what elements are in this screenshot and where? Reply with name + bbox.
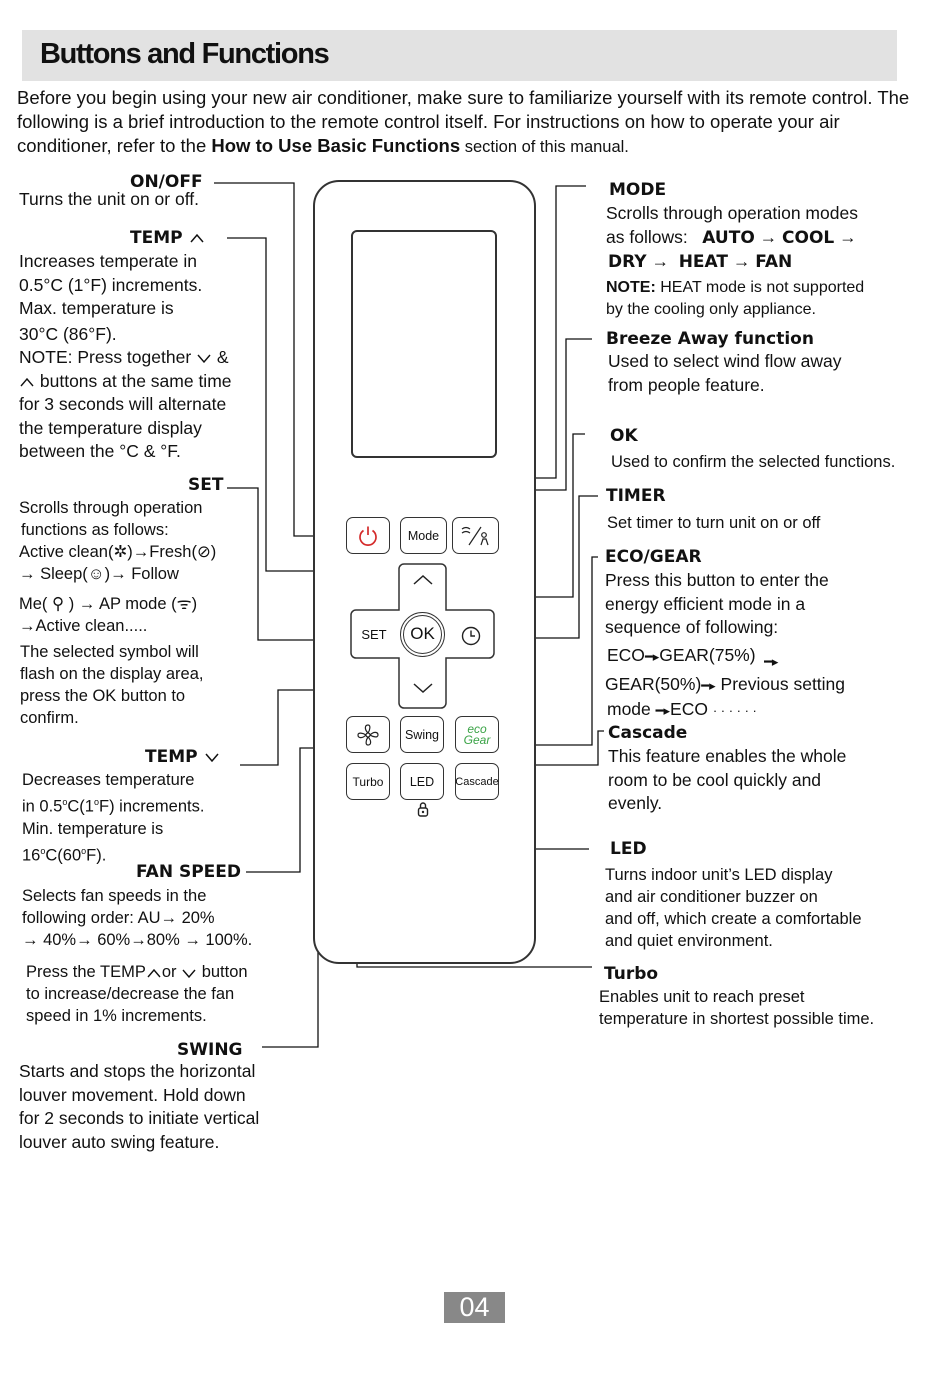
led-button[interactable]: LED (400, 763, 444, 800)
onoff-desc: Turns the unit on or off. (19, 189, 199, 209)
mode-label: MODE (609, 180, 667, 200)
power-icon (359, 526, 377, 546)
eco-gear-desc: Press this button to enter the energy ef… (605, 570, 846, 719)
ok-label: OK (610, 426, 638, 446)
timer-button[interactable] (459, 624, 483, 648)
leaf-icon: ⊘ (196, 543, 211, 561)
chevron-up-icon (413, 574, 433, 585)
turbo-button[interactable]: Turbo (346, 763, 390, 800)
swing-button[interactable]: Swing (400, 716, 444, 753)
led-label: LED (610, 839, 647, 859)
temp-up-label: TEMP (130, 228, 205, 248)
fan-icon (357, 723, 379, 746)
sleep-icon: ☺ (87, 565, 105, 583)
set-desc: Scrolls through operation functions as f… (19, 499, 217, 727)
swing-label: SWING (177, 1040, 243, 1060)
turbo-desc: Enables unit to reach preset temperature… (599, 988, 875, 1028)
remote-display-screen (351, 230, 497, 458)
cascade-desc: This feature enables the whole room to b… (608, 746, 847, 813)
timer-desc: Set timer to turn unit on or off (607, 514, 821, 532)
person-icon: ⚲ (47, 595, 69, 613)
page-number: 04 (444, 1292, 505, 1323)
temp-up-desc: Increases temperate in 0.5°C (1°F) incre… (19, 251, 232, 461)
wifi-icon: ᯤ (176, 595, 192, 613)
chevron-up-icon (147, 968, 161, 978)
temp-down-desc: Decreases temperature in 0.5oC(1oF) incr… (22, 771, 205, 864)
swing-desc: Starts and stops the horizontal louver m… (19, 1061, 260, 1152)
turbo-label: Turbo (604, 964, 659, 984)
chevron-down-icon (204, 753, 219, 762)
temp-down-button[interactable] (409, 678, 437, 698)
fan-speed-desc: Selects fan speeds in the following orde… (22, 887, 253, 1025)
chevron-up-icon (189, 233, 204, 243)
active-clean-icon: ✲ (113, 543, 128, 561)
temp-down-label: TEMP (145, 747, 220, 767)
ok-button-ring (400, 612, 445, 657)
led-desc: Turns indoor unit’s LED display and air … (605, 866, 862, 950)
breeze-away-icon (461, 526, 489, 545)
set-label: SET (188, 475, 224, 495)
ok-button[interactable]: OK (403, 615, 442, 654)
page-title: Buttons and Functions (40, 38, 330, 70)
intro-bold-link: How to Use Basic Functions (211, 135, 461, 156)
chevron-down-icon (197, 354, 211, 364)
intro-tail: section of this manual. (460, 138, 629, 156)
lock-icon (416, 801, 430, 817)
eco-gear-label: ECO/GEAR (605, 547, 702, 567)
cascade-button[interactable]: Cascade (455, 763, 499, 800)
gear-label: Gear (463, 732, 491, 747)
fan-speed-label: FAN SPEED (136, 862, 242, 882)
intro-text: Before you begin using your new air cond… (17, 87, 910, 156)
eco-gear-button[interactable]: eco Gear (455, 716, 499, 753)
mode-desc: Scrolls through operation modes as follo… (606, 203, 865, 318)
onoff-label: ON/OFF (130, 172, 203, 192)
eco-label: eco (467, 721, 487, 736)
breeze-away-desc: Used to select wind flow away from peopl… (608, 351, 842, 395)
breeze-away-label: Breeze Away function (606, 329, 814, 349)
chevron-up-icon (20, 377, 34, 387)
cascade-label: Cascade (608, 723, 688, 743)
power-button[interactable] (346, 517, 390, 554)
title-bar: Buttons and Functions (22, 30, 897, 81)
clock-icon (461, 626, 481, 646)
temp-up-button[interactable] (409, 570, 437, 590)
mode-button[interactable]: Mode (400, 517, 447, 554)
set-button[interactable]: SET (361, 627, 387, 642)
chevron-down-icon (182, 969, 196, 978)
breeze-away-button[interactable] (452, 517, 499, 554)
ok-desc: Used to confirm the selected functions. (611, 453, 896, 471)
timer-label: TIMER (606, 486, 666, 506)
fan-speed-button[interactable] (346, 716, 390, 753)
intro-paragraph: Before you begin using your new air cond… (17, 86, 917, 159)
chevron-down-icon (413, 683, 433, 694)
